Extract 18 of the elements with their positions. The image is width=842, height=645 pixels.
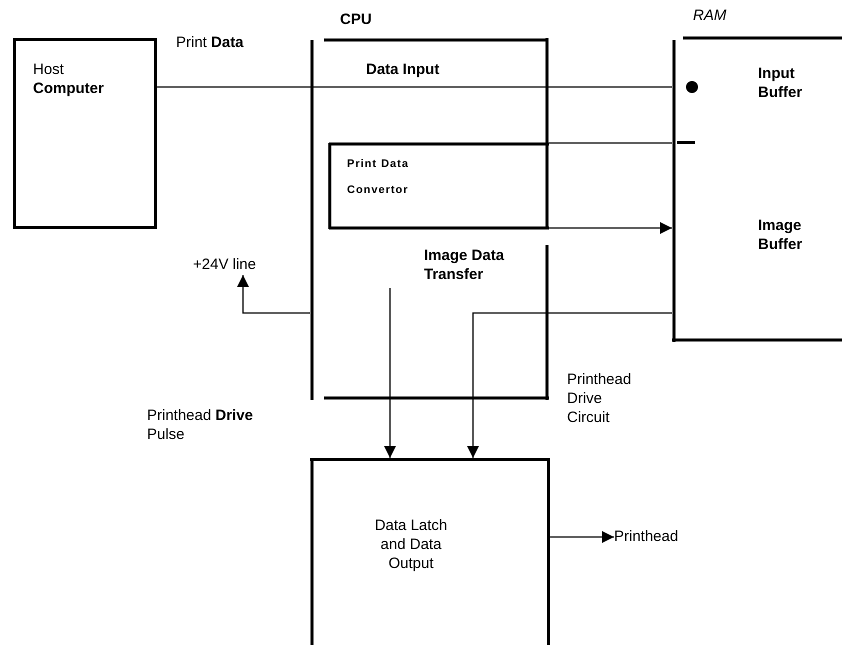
box-title: Print Data Convertor (347, 157, 410, 198)
arrow (467, 312, 672, 458)
block-title: CPU (340, 10, 373, 29)
signal-label: +24V line (193, 255, 257, 274)
arrow (384, 288, 396, 458)
block-title: RAM (693, 6, 728, 25)
box-text: Data Latch and Data Output (374, 516, 448, 573)
arrow (550, 531, 614, 543)
signal-label: Printhead Drive Pulse (147, 406, 254, 444)
block-title: Printhead Drive Circuit (567, 370, 632, 427)
box-title: Host Computer (33, 60, 105, 98)
arrow (549, 222, 672, 234)
buffer-label: Input Buffer (758, 64, 804, 102)
section-label: Image Data Transfer (423, 246, 506, 284)
output-label: Printhead (614, 527, 680, 546)
connector-line (157, 86, 310, 88)
buffer-label: Image Buffer (758, 216, 804, 254)
arrow (237, 275, 310, 314)
